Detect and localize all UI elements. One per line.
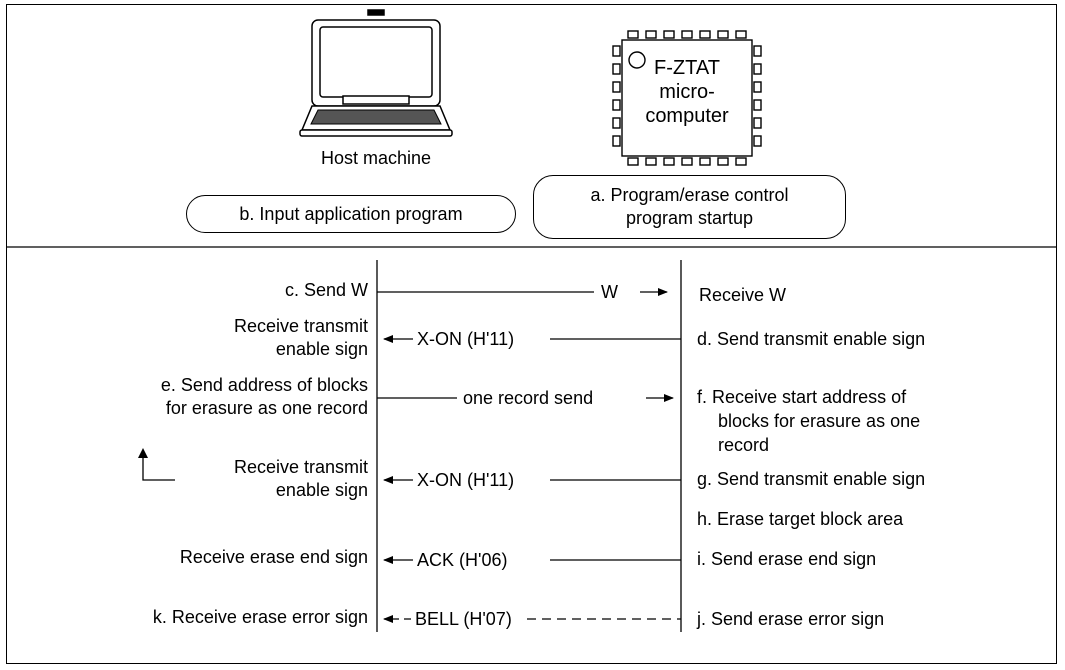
message-w-label: W xyxy=(601,282,618,302)
step-a-label-line-1: a. Program/erase control xyxy=(590,185,789,205)
diagram-frame xyxy=(6,4,1057,664)
step-a-label-line-2: program startup xyxy=(625,208,754,228)
step-b-label: b. Input application program xyxy=(239,203,463,224)
laptop-icon xyxy=(299,9,453,137)
step-j-label: j. Send erase error sign xyxy=(697,609,885,629)
step-a-pill: a. Program/erase control program startup xyxy=(533,175,846,239)
step-k-label: k. Receive erase error sign xyxy=(152,607,368,627)
step-f-line-1: f. Receive start address of xyxy=(697,387,907,407)
message-bell-label: BELL (H'07) xyxy=(415,609,512,629)
step-g-label: g. Send transmit enable sign xyxy=(697,469,926,489)
message-xon-1-label: X-ON (H'11) xyxy=(417,329,515,349)
host-machine-label: Host machine xyxy=(320,148,432,168)
message-record-label: one record send xyxy=(463,388,594,408)
step-e-line-1: e. Send address of blocks xyxy=(160,375,368,395)
step-d-label: d. Send transmit enable sign xyxy=(697,329,926,349)
receive-enable-2-line-2: enable sign xyxy=(275,480,368,500)
receive-erase-end-label: Receive erase end sign xyxy=(179,547,368,567)
loop-back-line xyxy=(142,457,175,481)
receive-enable-1-line-2: enable sign xyxy=(275,339,368,359)
step-i-label: i. Send erase end sign xyxy=(697,549,877,569)
chip-icon xyxy=(612,30,762,166)
step-f-line-3: record xyxy=(718,435,770,455)
receive-enable-1-line-1: Receive transmit xyxy=(233,316,368,336)
message-ack-label: ACK (H'06) xyxy=(417,550,508,570)
step-e-line-2: for erasure as one record xyxy=(165,398,368,418)
step-h-label: h. Erase target block area xyxy=(697,509,904,529)
step-b-pill: b. Input application program xyxy=(186,195,516,233)
chip-label-line-3: computer xyxy=(645,105,729,127)
receive-w-label: Receive W xyxy=(699,285,787,305)
chip-label-line-1: F-ZTAT xyxy=(654,57,720,79)
chip-label-line-2: micro- xyxy=(659,81,715,103)
message-xon-2-label: X-ON (H'11) xyxy=(417,470,515,490)
receive-enable-2-line-1: Receive transmit xyxy=(233,457,368,477)
step-c-label: c. Send W xyxy=(284,280,368,300)
loop-back-arrowhead xyxy=(138,448,148,458)
step-f-line-2: blocks for erasure as one xyxy=(718,411,921,431)
